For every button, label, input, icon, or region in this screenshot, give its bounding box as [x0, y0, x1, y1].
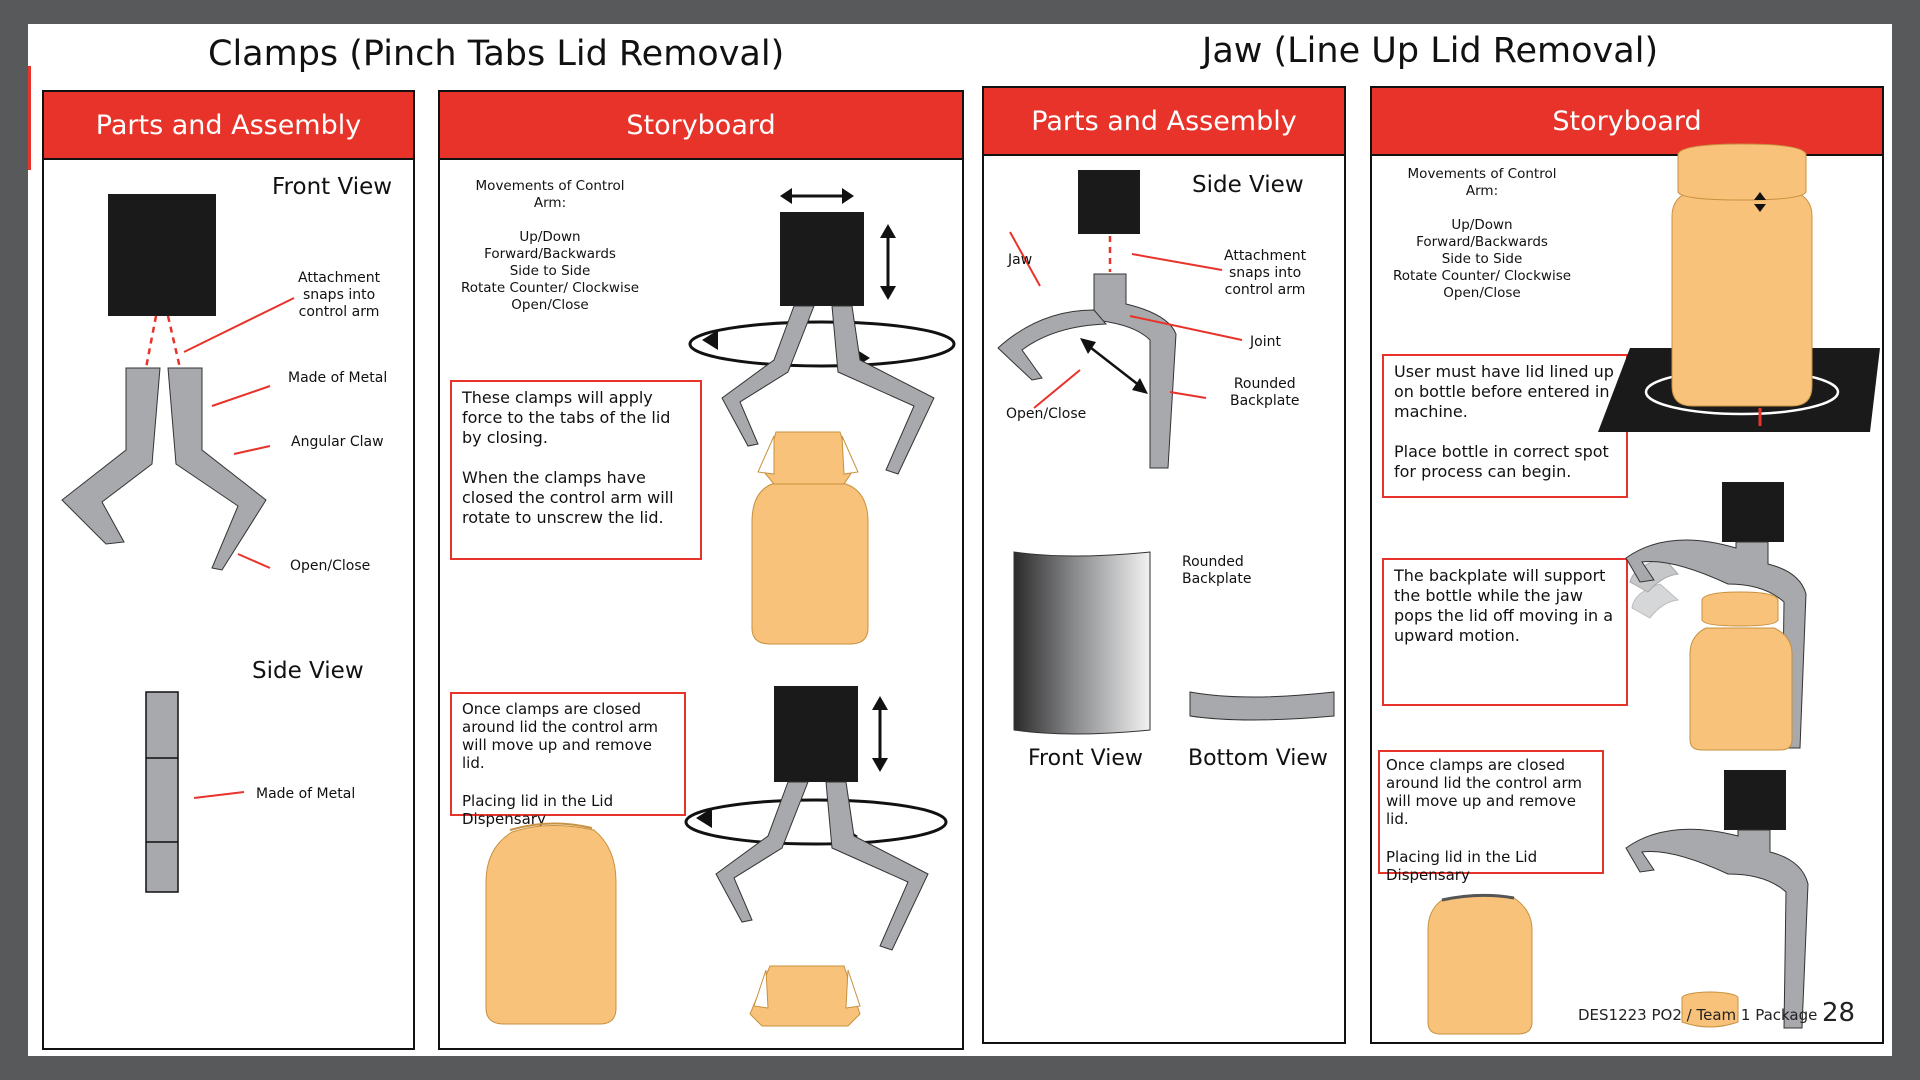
jaw-note-2-p1: The backplate will support the bottle wh… — [1394, 566, 1614, 645]
clamps-story-note-1: These clamps will apply force to the tab… — [450, 380, 702, 560]
jaw-note-1-p2: Place bottle in correct spot for process… — [1394, 442, 1609, 481]
accent-marker — [28, 66, 31, 170]
clamps-side-view-diagram — [145, 691, 245, 893]
jaw-storyboard-header: Storyboard — [1372, 88, 1882, 156]
jaw-rounded-backplate-label: Rounded Backplate — [1230, 376, 1300, 409]
jaw-jaw-label: Jaw — [1008, 252, 1033, 268]
clamps-storyboard-header: Storyboard — [440, 92, 962, 160]
jaw-storyboard-panel: Storyboard Movements of Control Arm: Up/… — [1370, 86, 1884, 1044]
jaw-rounded-backplate-label-2: Rounded Backplate — [1182, 554, 1252, 587]
jaw-side-view-diagram — [997, 170, 1243, 469]
jaw-bottom-view-label: Bottom View — [1188, 746, 1328, 771]
jaw-joint-label: Joint — [1250, 334, 1281, 350]
jaw-title: Jaw (Line Up Lid Removal) — [1202, 31, 1659, 71]
clamps-note-1-p1: These clamps will apply force to the tab… — [462, 388, 671, 447]
jaw-note-3-p2: Placing lid in the Lid Dispensary — [1386, 848, 1538, 884]
jaw-backplate-views — [1013, 551, 1335, 735]
clamps-front-view-label: Front View — [272, 174, 393, 200]
clamps-movements-text: Movements of Control Arm: Up/Down Forwar… — [460, 178, 640, 313]
clamps-metal-label: Made of Metal — [288, 370, 388, 386]
clamps-front-view-diagram — [61, 194, 295, 571]
clamps-open-close-label: Open/Close — [290, 558, 371, 574]
jaw-front-view-label: Front View — [1028, 746, 1143, 771]
page-number: 28 — [1822, 998, 1856, 1028]
clamps-note-2-p2: Placing lid in the Lid Dispensary — [462, 792, 614, 828]
jaw-movements-text: Movements of Control Arm: Up/Down Forwar… — [1392, 166, 1572, 301]
jaw-story-note-3: Once clamps are closed around lid the co… — [1378, 750, 1604, 884]
jaw-side-view-label: Side View — [1192, 172, 1304, 198]
jaw-storyboard-frame-3 — [1427, 770, 1809, 1035]
clamps-attachment-label: Attachment snaps into control arm — [298, 270, 381, 320]
clamps-parts-header: Parts and Assembly — [44, 92, 413, 160]
jaw-story-note-2: The backplate will support the bottle wh… — [1382, 558, 1628, 706]
jaw-parts-header: Parts and Assembly — [984, 88, 1344, 156]
clamps-note-2-p1: Once clamps are closed around lid the co… — [462, 700, 658, 772]
clamps-story-note-2: Once clamps are closed around lid the co… — [450, 692, 686, 828]
clamps-side-view-label: Side View — [252, 658, 364, 684]
jaw-storyboard-frame-2 — [1625, 482, 1807, 751]
clamps-title: Clamps (Pinch Tabs Lid Removal) — [208, 34, 785, 74]
jaw-note-3-p1: Once clamps are closed around lid the co… — [1386, 756, 1582, 828]
jaw-note-1-p1: User must have lid lined up on bottle be… — [1394, 362, 1614, 421]
jaw-attachment-label: Attachment snaps into control arm — [1224, 248, 1307, 298]
jaw-parts-panel: Parts and Assembly Side View Jaw Attachm… — [982, 86, 1346, 1044]
jaw-open-close-label: Open/Close — [1006, 406, 1087, 422]
clamps-storyboard-frame-1 — [688, 188, 956, 645]
clamps-side-metal-label: Made of Metal — [256, 786, 356, 802]
clamps-storyboard-panel: Storyboard Movements of Control Arm: Up/… — [438, 90, 964, 1050]
clamps-note-1-p2: When the clamps have closed the control … — [462, 468, 674, 527]
footer-course: DES1223 PO2 / Team 1 Package — [1578, 1006, 1818, 1024]
clamps-storyboard-frame-2 — [485, 686, 948, 1027]
clamps-parts-panel: Parts and Assembly Front View Attachment… — [42, 90, 415, 1050]
clamps-angular-claw-label: Angular Claw — [291, 434, 384, 450]
jaw-storyboard-frame-1 — [1598, 143, 1880, 432]
jaw-story-note-1: User must have lid lined up on bottle be… — [1382, 354, 1628, 498]
